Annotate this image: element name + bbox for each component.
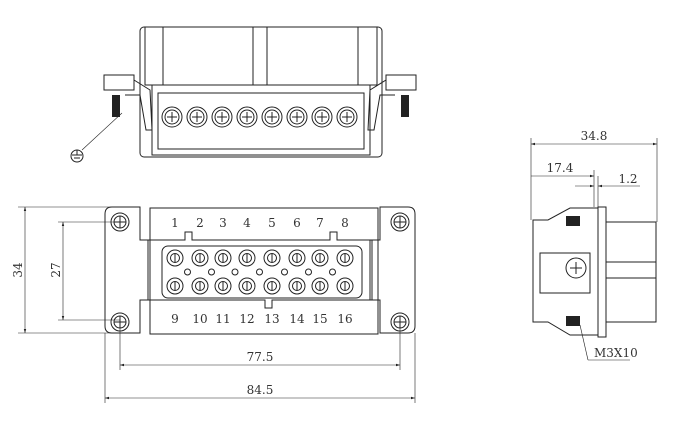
pin-label: 1 bbox=[171, 216, 179, 230]
terminal-screw-icon bbox=[236, 106, 258, 128]
terminal-screw-icon bbox=[311, 106, 333, 128]
pin-label: 14 bbox=[289, 312, 305, 326]
contact-pin bbox=[336, 277, 354, 295]
dim-depth-partial: 17.4 bbox=[547, 161, 574, 175]
contact-pin bbox=[238, 249, 256, 267]
contact-pin bbox=[191, 277, 209, 295]
contact-pin bbox=[238, 277, 256, 295]
mounting-screw-icon bbox=[390, 212, 410, 232]
terminal-screw-icon bbox=[211, 106, 233, 128]
contact-pin bbox=[311, 249, 329, 267]
dim-height-outer: 34 bbox=[11, 262, 25, 278]
contact-pin bbox=[311, 277, 329, 295]
pin-label: 3 bbox=[219, 216, 227, 230]
pin-label: 4 bbox=[243, 216, 251, 230]
coding-hole bbox=[208, 268, 215, 276]
dim-height-mount: 27 bbox=[49, 262, 63, 277]
dim-width-mount: 77.5 bbox=[247, 350, 274, 364]
pin-label: 11 bbox=[215, 312, 230, 326]
dim-flange-thickness: 1.2 bbox=[618, 172, 637, 186]
pin-label: 7 bbox=[316, 216, 324, 230]
pin-label: 5 bbox=[268, 216, 276, 230]
terminal-screw-icon bbox=[336, 106, 358, 128]
contact-pin bbox=[336, 249, 354, 267]
contact-pin bbox=[214, 277, 232, 295]
terminal-screw-icon bbox=[261, 106, 283, 128]
coding-hole bbox=[256, 268, 263, 276]
pin-label: 6 bbox=[293, 216, 301, 230]
contact-pin bbox=[263, 277, 281, 295]
coding-hole bbox=[305, 268, 312, 276]
side-view: M3X10 bbox=[532, 206, 657, 361]
pin-label: 16 bbox=[337, 312, 352, 326]
pin-label: 8 bbox=[341, 216, 349, 230]
contact-pin bbox=[288, 277, 306, 295]
pin-label: 15 bbox=[312, 312, 327, 326]
coding-hole bbox=[281, 268, 288, 276]
dim-depth-total: 34.8 bbox=[581, 129, 608, 143]
terminal-screw-icon bbox=[186, 106, 208, 128]
dim-width-outer: 84.5 bbox=[247, 383, 274, 397]
contact-pin bbox=[166, 249, 184, 267]
pin-label: 13 bbox=[264, 312, 279, 326]
contact-pin bbox=[288, 249, 306, 267]
pin-label: 9 bbox=[171, 312, 179, 326]
terminal-screw-icon bbox=[161, 106, 183, 128]
dimensions: 34 27 77.5 84.5 34.8 17.4 1.2 bbox=[11, 129, 658, 403]
top-view bbox=[70, 26, 417, 163]
coding-hole bbox=[231, 268, 239, 276]
contact-pin bbox=[166, 277, 184, 295]
contact-pin bbox=[191, 249, 209, 267]
pin-label: 10 bbox=[192, 312, 207, 326]
terminal-screw-icon bbox=[286, 106, 308, 128]
contact-pin bbox=[263, 249, 281, 267]
screw-spec-label: M3X10 bbox=[594, 346, 638, 360]
coding-hole bbox=[184, 268, 191, 276]
pin-label: 12 bbox=[239, 312, 254, 326]
ground-symbol-icon bbox=[70, 149, 84, 163]
coding-hole bbox=[329, 268, 336, 276]
contact-pin bbox=[214, 249, 232, 267]
pin-label: 2 bbox=[196, 216, 204, 230]
